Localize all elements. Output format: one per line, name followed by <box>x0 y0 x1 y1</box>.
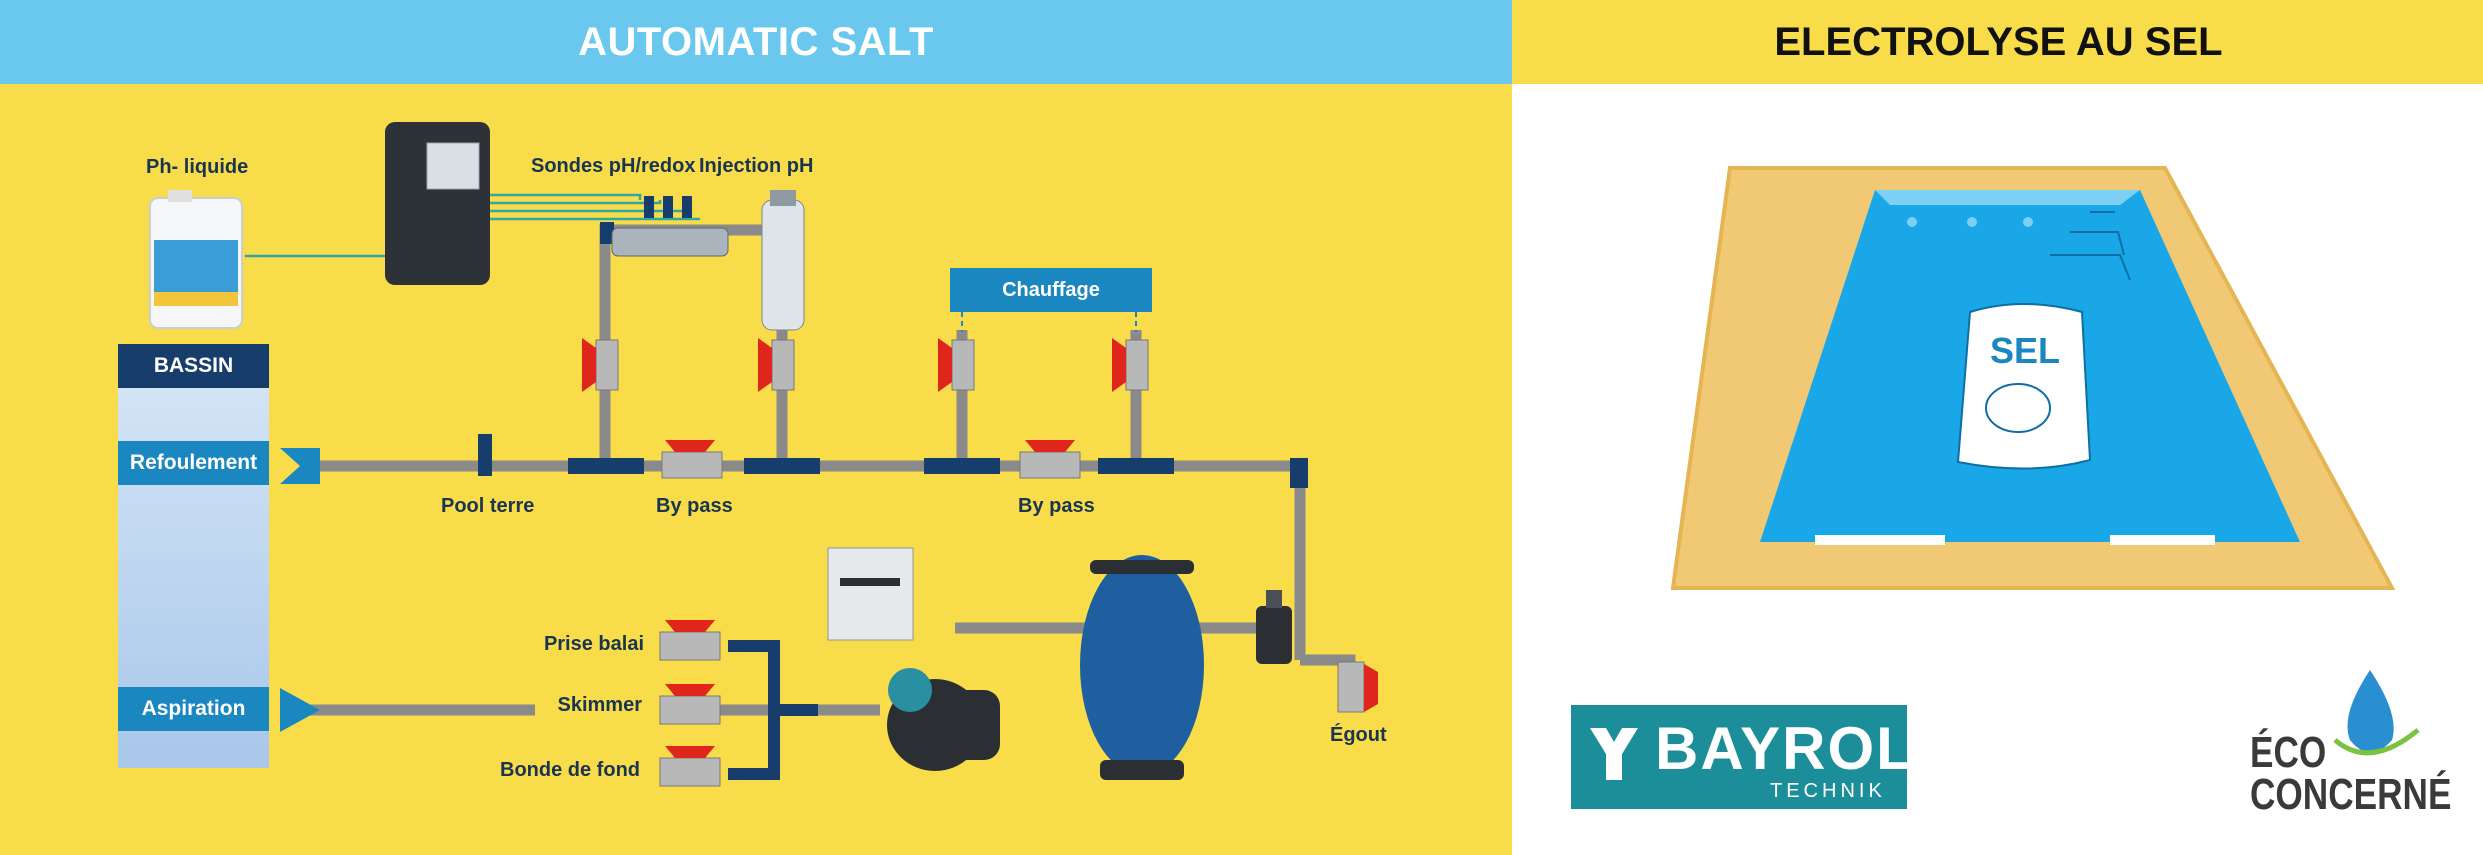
valve-skimmer <box>665 684 715 696</box>
sand-filter-icon <box>1080 555 1204 780</box>
controller-icon <box>385 122 490 285</box>
aspiration-arrow <box>280 688 320 732</box>
valve-chauffage-in <box>938 338 952 392</box>
eco-line-2: CONCERNÉ <box>2250 770 2452 819</box>
label-bypass-2: By pass <box>1018 495 1095 517</box>
chauffage-links <box>961 312 1137 332</box>
valves <box>582 338 1378 758</box>
fittings <box>478 222 1308 780</box>
pool-bench-left <box>1815 535 1945 545</box>
header-automatic-salt: AUTOMATIC SALT <box>0 0 1512 84</box>
bassin-title: BASSIN <box>118 344 269 388</box>
multiport-valve-icon <box>1256 590 1292 664</box>
pump-icon <box>887 668 1000 771</box>
riser-unions <box>595 339 1365 787</box>
bayrol-sub: TECHNIK <box>1770 780 1886 802</box>
chauffage-box: Chauffage <box>950 268 1152 312</box>
control-box-icon <box>827 547 914 641</box>
ph-container-icon <box>149 190 243 329</box>
panel-divider <box>1512 84 1516 855</box>
probe-block-icon <box>611 196 729 257</box>
refoulement-tag: Refoulement <box>118 441 269 485</box>
eco-line-1: ÉCO <box>2250 728 2327 777</box>
label-ph-liquide: Ph- liquide <box>146 156 249 178</box>
label-bonde-de-fond: Bonde de fond <box>500 759 640 781</box>
pool-jets <box>1907 217 2033 227</box>
valve-sondes <box>582 338 596 392</box>
bayrol-name: BAYROL <box>1655 715 1915 782</box>
valve-bypass-2 <box>1025 440 1075 452</box>
hydraulic-diagram <box>149 122 1378 787</box>
label-bypass-1: By pass <box>656 495 733 517</box>
valve-prise-balai <box>665 620 715 632</box>
label-pool-terre: Pool terre <box>441 495 535 517</box>
label-skimmer: Skimmer <box>557 694 643 716</box>
injection-cell-icon <box>761 190 805 331</box>
salt-bag-icon <box>1956 303 2092 470</box>
label-sondes: Sondes pH/redox <box>531 155 696 177</box>
valve-egout <box>1364 664 1378 712</box>
pool-terre-union <box>478 434 492 476</box>
pool-steps-icon <box>2050 211 2131 281</box>
bayrol-logo <box>1571 705 1907 809</box>
valve-chauffage-out <box>1112 338 1126 392</box>
label-prise-balai: Prise balai <box>543 633 644 655</box>
valve-injection <box>758 338 772 392</box>
valve-bonde <box>665 746 715 758</box>
salt-bag-label: SEL <box>1990 330 2061 371</box>
header-electrolyse: ELECTROLYSE AU SEL <box>1514 0 2483 84</box>
label-egout: Égout <box>1330 724 1387 746</box>
valve-bypass-1 <box>665 440 715 452</box>
refoulement-arrow <box>280 448 320 484</box>
aspiration-tag: Aspiration <box>118 687 269 731</box>
pool-bench-right <box>2110 535 2215 545</box>
label-injection: Injection pH <box>699 155 814 177</box>
